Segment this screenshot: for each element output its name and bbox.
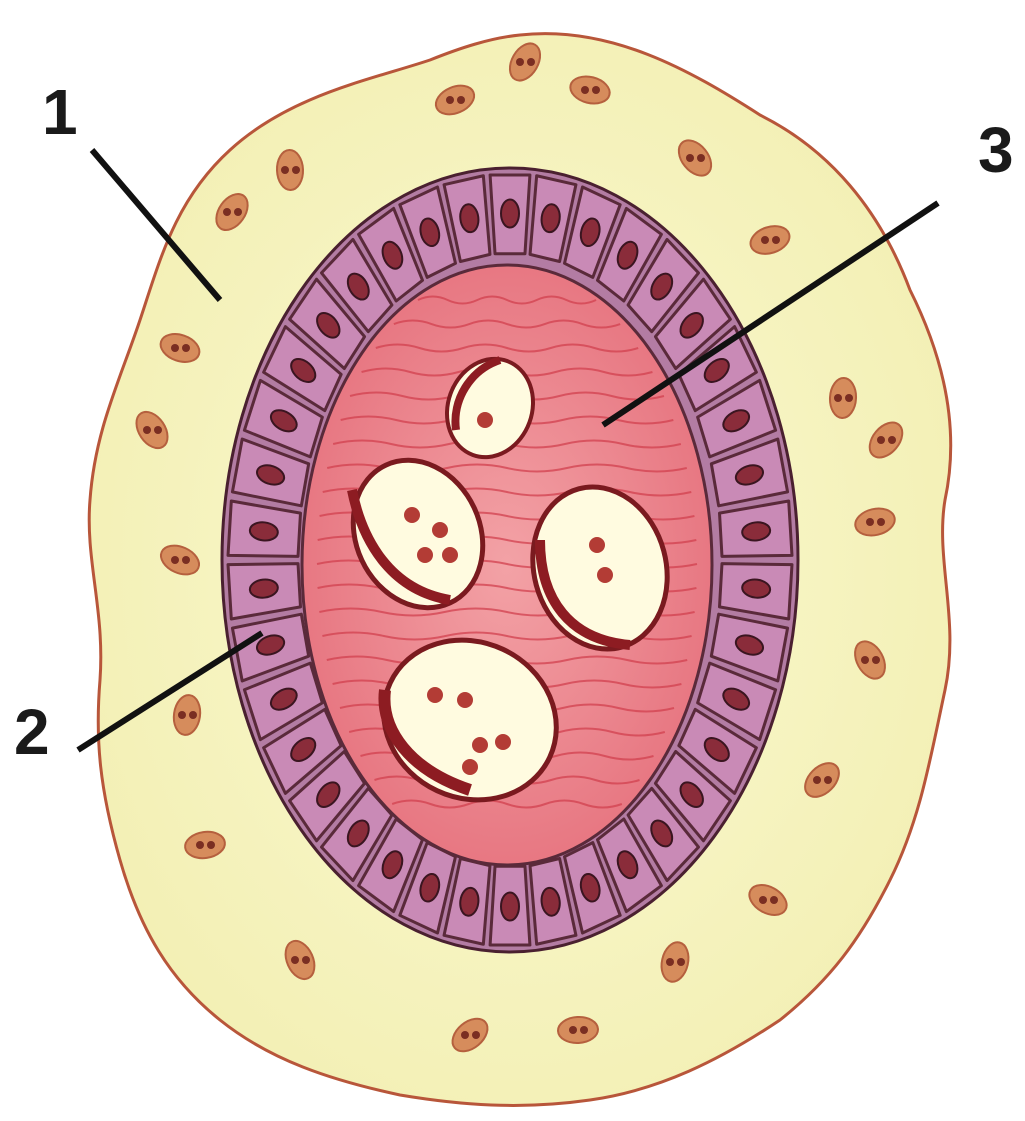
epithelial-nucleus xyxy=(501,893,519,921)
connective-nucleus xyxy=(276,150,303,191)
label-3: 3 xyxy=(978,118,1014,182)
epithelial-nucleus xyxy=(501,200,519,228)
label-2: 2 xyxy=(14,700,50,764)
label-1: 1 xyxy=(42,80,78,144)
